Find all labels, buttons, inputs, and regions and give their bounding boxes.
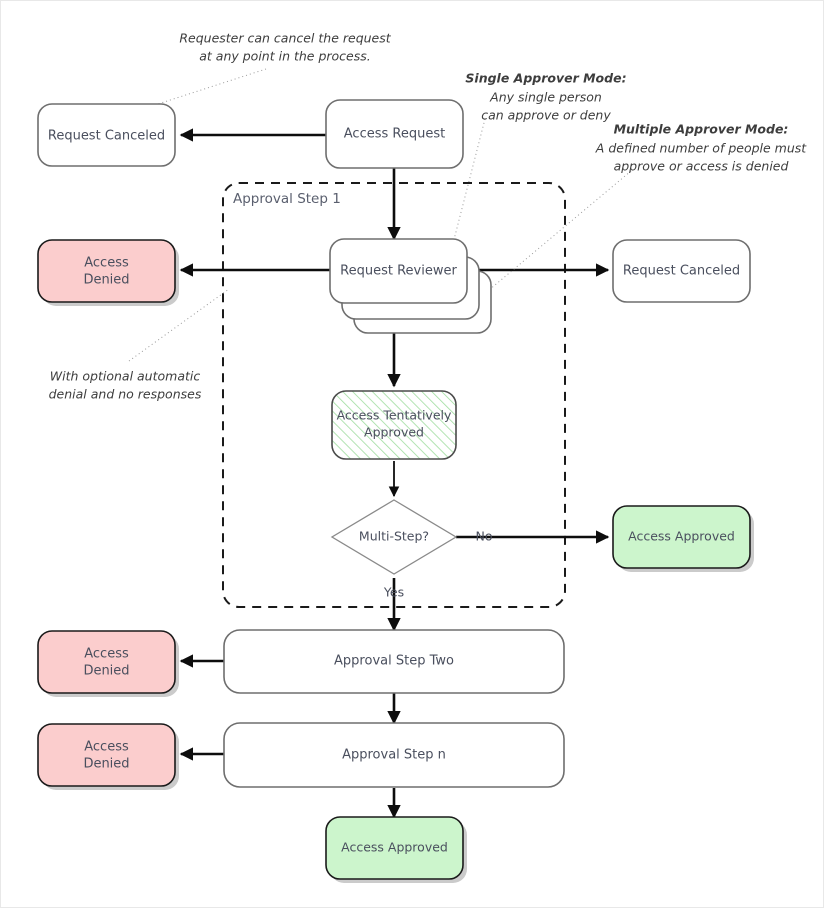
node-access-tentatively-approved-label-line2: Approved — [364, 425, 424, 440]
annotation-optional-denial: With optional automatic denial and no re… — [49, 369, 202, 402]
node-access-denied-3-label-line2: Denied — [83, 757, 129, 772]
node-approval-step-two-shape[interactable] — [223, 629, 565, 694]
node-request-reviewer-shape[interactable] — [329, 238, 468, 304]
annotation-optional-denial-line2: denial and no responses — [49, 387, 202, 402]
node-access-approved-bottom-label: Access Approved — [341, 840, 448, 855]
node-access-denied-1-label-line2: Denied — [83, 273, 129, 288]
node-access-request-label: Access Request — [344, 127, 445, 142]
node-access-request-shape[interactable] — [325, 99, 464, 169]
approval-step-1-group-border — [222, 182, 566, 608]
node-access-request[interactable]: Access Request — [325, 99, 464, 169]
node-multi-step-decision-shape[interactable] — [330, 499, 458, 575]
annotation-multiple-approver: Multiple Approver Mode: A defined number… — [595, 122, 807, 174]
node-access-denied-2-label-line1: Access — [84, 647, 129, 662]
node-approval-step-two[interactable]: Approval Step Two — [223, 629, 565, 694]
node-access-approved-right-label: Access Approved — [628, 529, 735, 544]
annotation-multiple-approver-line2: approve or access is denied — [614, 159, 789, 174]
annotation-multiple-approver-heading: Multiple Approver Mode: — [614, 122, 789, 137]
edges — [179, 128, 610, 819]
node-approval-step-n-shape[interactable] — [223, 722, 565, 788]
approval-step-1-group: Approval Step 1 — [222, 182, 566, 608]
node-access-approved-right-shape[interactable] — [612, 505, 751, 569]
node-access-denied-1[interactable]: Access Denied — [37, 239, 179, 306]
annotation-requester-cancel-line2: at any point in the process. — [199, 49, 370, 64]
node-multi-step-decision-label: Multi-Step? — [359, 529, 429, 544]
node-access-tentatively-approved-shape[interactable] — [331, 390, 457, 460]
node-access-tentatively-approved-label-line1: Access Tentatively — [337, 408, 452, 423]
node-access-approved-right[interactable]: Access Approved — [612, 505, 754, 572]
annotation-single-approver-line1: Any single person — [489, 90, 602, 105]
node-request-canceled-top-label: Request Canceled — [48, 129, 165, 144]
node-access-denied-2-label-line2: Denied — [83, 664, 129, 679]
node-request-reviewer-label: Request Reviewer — [340, 264, 457, 279]
node-request-canceled-right-label: Request Canceled — [623, 264, 740, 279]
annotation-single-approver: Single Approver Mode: Any single person … — [465, 71, 626, 123]
node-request-canceled-top[interactable]: Request Canceled — [37, 103, 176, 167]
node-access-approved-bottom[interactable]: Access Approved — [325, 816, 467, 883]
annotation-optional-denial-line1: With optional automatic — [50, 369, 201, 384]
node-access-tentatively-approved[interactable]: Access Tentatively Approved — [331, 390, 457, 460]
annotation-multiple-approver-line1: A defined number of people must — [595, 141, 807, 156]
node-request-canceled-top-shape[interactable] — [37, 103, 176, 167]
leader-single-approver — [448, 118, 486, 260]
node-access-denied-3[interactable]: Access Denied — [37, 723, 179, 790]
node-request-canceled-right-shape[interactable] — [612, 239, 751, 303]
leader-optional-denial — [128, 288, 230, 362]
node-access-denied-1-label-line1: Access — [84, 256, 129, 271]
approval-step-1-group-label: Approval Step 1 — [233, 191, 341, 207]
annotation-requester-cancel: Requester can cancel the request at any … — [179, 31, 391, 64]
edge-label-no: No — [476, 529, 493, 544]
node-request-canceled-right[interactable]: Request Canceled — [612, 239, 751, 303]
node-access-denied-3-shape[interactable] — [37, 723, 176, 787]
node-approval-step-n[interactable]: Approval Step n — [223, 722, 565, 788]
annotation-single-approver-heading: Single Approver Mode: — [465, 71, 626, 86]
node-request-reviewer[interactable]: Request Reviewer — [329, 238, 492, 334]
annotation-single-approver-line2: can approve or deny — [481, 108, 611, 123]
node-approval-step-n-label: Approval Step n — [342, 748, 446, 763]
edge-label-yes: Yes — [383, 585, 404, 600]
node-access-denied-3-label-line1: Access — [84, 740, 129, 755]
node-multi-step-decision[interactable]: Multi-Step? — [330, 499, 458, 575]
node-access-denied-2-shape[interactable] — [37, 630, 176, 694]
annotation-requester-cancel-line1: Requester can cancel the request — [179, 31, 391, 46]
node-approval-step-two-label: Approval Step Two — [334, 654, 454, 669]
node-access-approved-bottom-shape[interactable] — [325, 816, 464, 880]
node-access-denied-1-shape[interactable] — [37, 239, 176, 303]
leader-multiple-approver — [463, 170, 632, 312]
node-access-denied-2[interactable]: Access Denied — [37, 630, 179, 697]
